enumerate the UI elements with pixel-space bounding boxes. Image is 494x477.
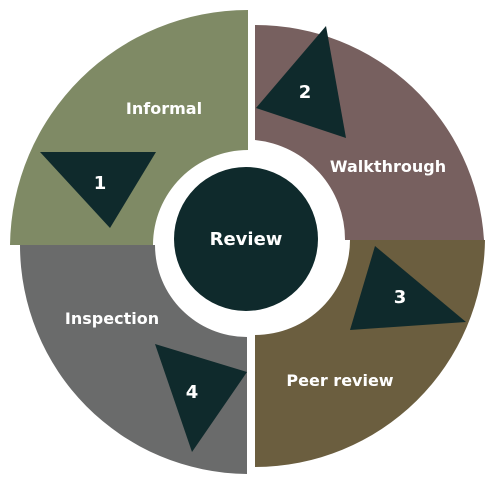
number-1-label: 1 — [94, 173, 107, 194]
center-circle — [174, 167, 318, 311]
number-4-triangle — [155, 344, 247, 452]
segment-informal-label: Informal — [126, 99, 202, 118]
number-3-label: 3 — [394, 287, 407, 308]
segment-inspection-label: Inspection — [65, 309, 159, 328]
number-2-label: 2 — [299, 82, 312, 103]
center-node: Review — [174, 167, 318, 311]
segment-informal-shape — [10, 10, 248, 245]
number-2-triangle — [256, 26, 346, 138]
segment-peer-review: Peer review 3 — [255, 240, 485, 468]
number-1-triangle — [40, 152, 156, 228]
segment-informal: Informal 1 — [10, 10, 248, 245]
segment-inspection: Inspection 4 — [20, 245, 247, 474]
segment-peer-review-label: Peer review — [286, 371, 393, 390]
center-label: Review — [210, 229, 283, 250]
number-3-triangle — [350, 246, 466, 330]
segment-walkthrough-label: Walkthrough — [330, 157, 446, 176]
number-4-label: 4 — [186, 382, 199, 403]
segment-walkthrough: Walkthrough 2 — [255, 24, 484, 241]
